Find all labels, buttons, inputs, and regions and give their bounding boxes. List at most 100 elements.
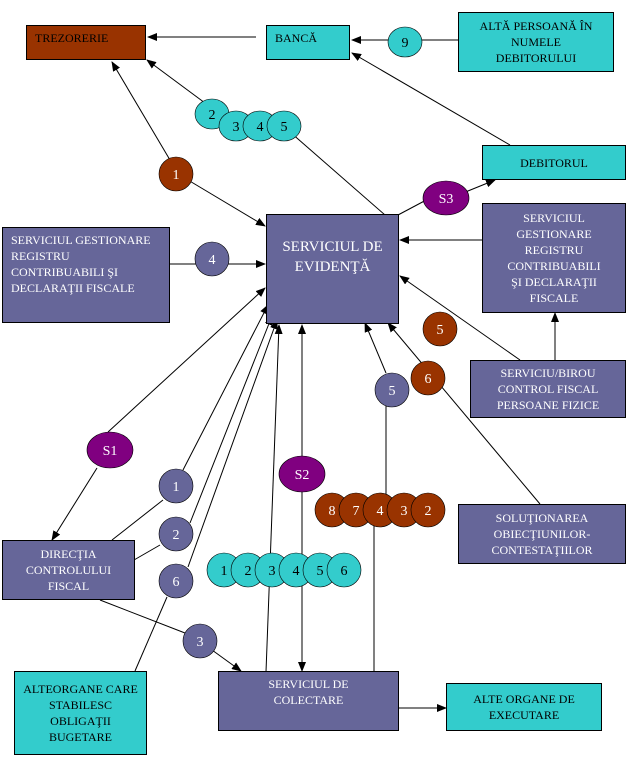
step-marker-label: 6 — [341, 564, 348, 579]
step-marker-shape — [410, 360, 446, 396]
step-marker-shape — [422, 180, 470, 216]
banca-label: BANCĂ — [275, 31, 318, 45]
step-marker-brown-18: 8 — [314, 492, 350, 528]
alte-organe-stabilesc-label: ALTEORGANE CARE STABILESC OBLIGAŢII BUGE… — [23, 682, 138, 744]
step-marker-label: 8 — [329, 504, 336, 519]
step-marker-slate-8: 4 — [194, 241, 230, 277]
step-marker-label: 7 — [353, 504, 360, 519]
step-marker-shape — [422, 311, 458, 347]
step-marker-shape — [158, 563, 194, 599]
serviciu-birou-control-box: SERVICIU/BIROU CONTROL FISCAL PERSOANE F… — [470, 360, 626, 418]
arrow-circle1-to-trezorerie — [111, 61, 171, 161]
directia-controlului-label: DIRECŢIA CONTROLULUI FISCAL — [25, 547, 112, 593]
step-marker-shape — [326, 552, 362, 588]
step-marker-shape — [182, 623, 218, 659]
banca-box: BANCĂ — [266, 25, 350, 60]
step-marker-label: 6 — [425, 372, 432, 387]
serviciul-colectare-box: SERVICIUL DE COLECTARE — [218, 671, 399, 731]
step-marker-label: 3 — [197, 635, 204, 650]
serviciul-colectare-label: SERVICIUL DE COLECTARE — [268, 677, 349, 707]
step-marker-label: 4 — [209, 253, 216, 268]
step-marker-label: 4 — [293, 564, 300, 579]
arrow-slate3-to-colectare — [211, 649, 242, 672]
step-marker-teal-28: 6 — [326, 552, 362, 588]
alta-persoana-box: ALTĂ PERSOANĂ ÎN NUMELE DEBITORULUI — [458, 12, 614, 72]
step-marker-slate-11: 5 — [374, 372, 410, 408]
step-marker-slate-15: 2 — [158, 516, 194, 552]
step-marker-brown-6: 1 — [158, 156, 194, 192]
step-marker-label: 5 — [317, 564, 324, 579]
step-marker-label: 1 — [173, 480, 180, 495]
serviciu-birou-control-label: SERVICIU/BIROU CONTROL FISCAL PERSOANE F… — [496, 366, 600, 412]
step-marker-shape — [410, 492, 446, 528]
arrow-control-to-evidenta — [399, 275, 521, 361]
arrow-slate2-to-evidenta — [189, 315, 273, 524]
serviciul-gestionare-left-box: SERVICIUL GESTIONARE REGISTRU CONTRIBUAB… — [2, 227, 170, 323]
step-marker-purple-13: S2 — [278, 455, 326, 493]
solutionarea-box: SOLUŢIONAREA OBIECŢIUNILOR-CONTESTAŢIILO… — [458, 504, 626, 564]
arrow-colectare-to-evidenta — [265, 324, 283, 673]
line-directia-to-slate1 — [111, 499, 164, 541]
step-marker-label: 3 — [269, 564, 276, 579]
step-marker-label: 5 — [437, 323, 444, 338]
step-marker-shape — [374, 372, 410, 408]
step-marker-slate-14: 1 — [158, 468, 194, 504]
serviciul-gestionare-right-box: SERVICIUL GESTIONARE REGISTRU CONTRIBUAB… — [482, 203, 626, 313]
debitorul-box: DEBITORUL — [482, 145, 626, 180]
solutionarea-label: SOLUŢIONAREA OBIECŢIUNILOR-CONTESTAŢIILO… — [491, 511, 593, 557]
step-marker-label: 9 — [402, 36, 409, 51]
step-marker-label: 1 — [221, 564, 228, 579]
step-marker-teal-1: 9 — [387, 26, 423, 58]
alte-organe-executare-box: ALTE ORGANE DE EXECUTARE — [446, 683, 602, 731]
step-marker-label: 6 — [173, 575, 180, 590]
step-marker-label: S2 — [295, 468, 310, 483]
step-marker-label: 2 — [425, 504, 432, 519]
arrow-slate6-to-evidenta — [187, 319, 278, 568]
arrow-circle1-to-evidenta — [187, 179, 266, 227]
step-marker-brown-19: 7 — [338, 492, 374, 528]
step-marker-shape — [158, 156, 194, 192]
arrow-solutionarea-to-evidenta — [387, 322, 541, 505]
serviciul-evidenta-label: SERVICIUL DE EVIDENŢĂ — [282, 239, 383, 275]
step-marker-label: 3 — [233, 120, 240, 135]
serviciul-gestionare-right-label: SERVICIUL GESTIONARE REGISTRU CONTRIBUAB… — [507, 211, 601, 305]
step-marker-brown-10: 6 — [410, 360, 446, 396]
directia-controlului-box: DIRECŢIA CONTROLULUI FISCAL — [2, 540, 135, 600]
step-marker-brown-9: 5 — [422, 311, 458, 347]
step-marker-shape — [387, 26, 423, 58]
arrow-debitorul-to-banca — [351, 52, 511, 146]
alta-persoana-label: ALTĂ PERSOANĂ ÎN NUMELE DEBITORULUI — [479, 19, 593, 65]
step-marker-shape — [278, 455, 326, 493]
step-marker-brown-21: 3 — [386, 492, 422, 528]
alte-organe-executare-label: ALTE ORGANE DE EXECUTARE — [473, 692, 575, 722]
line-teal5-to-evidenta — [289, 131, 386, 216]
step-marker-label: 1 — [173, 168, 180, 183]
step-marker-shape — [86, 431, 134, 469]
step-marker-shape — [158, 468, 194, 504]
arrow-teal2-to-trezorerie — [146, 59, 206, 104]
step-marker-label: 4 — [377, 504, 384, 519]
arrow-slate1-to-evidenta — [182, 304, 269, 471]
arrow-s1-to-directia — [51, 467, 98, 541]
step-marker-teal-5: 5 — [266, 110, 302, 142]
step-marker-shape — [194, 241, 230, 277]
serviciul-evidenta-box: SERVICIUL DE EVIDENŢĂ — [266, 214, 399, 324]
alte-organe-stabilesc-box: ALTEORGANE CARE STABILESC OBLIGAŢII BUGE… — [14, 671, 147, 755]
step-marker-brown-22: 2 — [410, 492, 446, 528]
step-marker-shape — [266, 110, 302, 142]
step-marker-label: 5 — [281, 120, 288, 135]
step-marker-purple-7: S3 — [422, 180, 470, 216]
step-marker-label: 2 — [173, 528, 180, 543]
line-directia-to-slate2 — [133, 544, 161, 561]
step-marker-slate-17: 3 — [182, 623, 218, 659]
step-marker-label: 2 — [245, 564, 252, 579]
debitorul-label: DEBITORUL — [520, 155, 588, 170]
step-marker-slate-16: 6 — [158, 563, 194, 599]
arrow-s1-to-evidenta — [107, 287, 266, 433]
arrow-slate5-to-evidenta — [364, 322, 387, 374]
step-marker-label: S1 — [103, 444, 118, 459]
trezorerie-label: TREZORERIE — [35, 31, 109, 45]
step-marker-shape — [158, 516, 194, 552]
step-marker-label: 2 — [209, 108, 216, 123]
